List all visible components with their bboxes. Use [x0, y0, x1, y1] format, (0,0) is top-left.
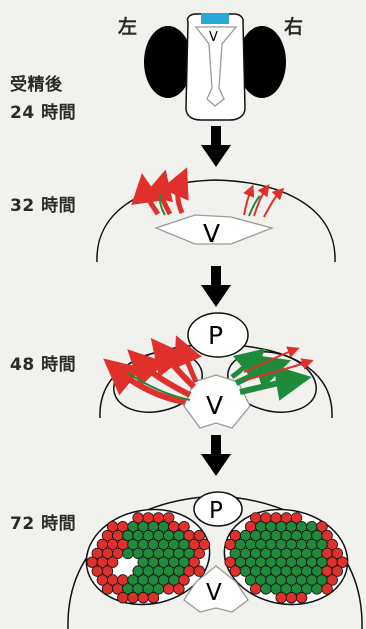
ventricle-label-32h: V: [203, 219, 220, 248]
ventricle-72h: [183, 565, 249, 613]
stage-24h: V: [144, 13, 286, 121]
red-cell: [331, 565, 344, 577]
red-cell: [290, 512, 303, 524]
red-cell: [336, 556, 349, 568]
red-cell: [147, 592, 160, 604]
ventricle-label-48h: V: [206, 391, 223, 420]
blue-marker: [201, 13, 229, 24]
right-eye: [238, 26, 286, 98]
right-cell-cluster: [224, 512, 349, 604]
left-side-label: 左: [118, 16, 138, 38]
red-cell: [178, 521, 190, 533]
red-cell: [193, 565, 206, 577]
down-arrow-3: [201, 435, 231, 476]
time-label-32h: 32 時間: [10, 196, 77, 216]
time-label-48h: 48 時間: [10, 355, 77, 375]
red-cell: [326, 538, 338, 551]
red-cell: [173, 583, 185, 595]
pineal-label-72h: P: [209, 498, 223, 524]
stage-32h: V: [96, 167, 336, 263]
right-habenula-48h: [227, 351, 317, 413]
green-cell: [311, 583, 323, 595]
red-cell: [178, 574, 190, 586]
red-cell: [249, 583, 262, 595]
red-cell: [295, 592, 308, 604]
red-cell: [321, 583, 333, 595]
right-side-label: 右: [284, 16, 304, 38]
brain-outline-32h: [96, 179, 336, 263]
time-label-72h: 72 時間: [10, 514, 77, 534]
down-arrow-1: [201, 126, 231, 167]
red-cell: [275, 592, 287, 604]
red-cell: [117, 592, 129, 604]
red-cell: [326, 574, 338, 586]
red-cell: [193, 547, 206, 560]
stage-72h: P V: [67, 491, 363, 629]
red-cell: [101, 565, 114, 577]
green-cell: [260, 583, 272, 595]
pineal-48h: [187, 312, 249, 358]
pineal-72h: [193, 491, 243, 527]
ventricle-label-72h: V: [206, 580, 222, 606]
pineal-label-48h: P: [208, 321, 223, 350]
red-cell: [193, 529, 206, 542]
red-cell: [101, 583, 114, 595]
green-cell: [122, 547, 134, 560]
ventricle-label-24h: V: [209, 30, 218, 45]
left-eye: [144, 26, 192, 98]
time-label-24h-line1: 受精後: [10, 75, 63, 95]
red-cell: [162, 512, 175, 524]
red-cell: [188, 556, 200, 568]
red-cell: [285, 592, 298, 604]
red-cell: [127, 592, 139, 604]
red-cell: [198, 538, 211, 551]
red-cell: [137, 592, 149, 604]
red-cell: [316, 521, 328, 533]
left-cell-cluster: [86, 512, 211, 604]
red-cell: [106, 556, 119, 568]
ventricle-24h: [194, 26, 238, 107]
time-label-24h-line2: 24 時間: [10, 103, 77, 123]
red-cell: [162, 583, 175, 595]
ventricle-48h: [183, 374, 251, 429]
stage-48h: P V: [99, 312, 333, 429]
down-arrow-2: [201, 266, 231, 307]
ventricle-32h: [154, 214, 275, 245]
red-cell: [321, 529, 333, 542]
red-cell: [229, 565, 242, 577]
red-cell: [331, 547, 344, 560]
